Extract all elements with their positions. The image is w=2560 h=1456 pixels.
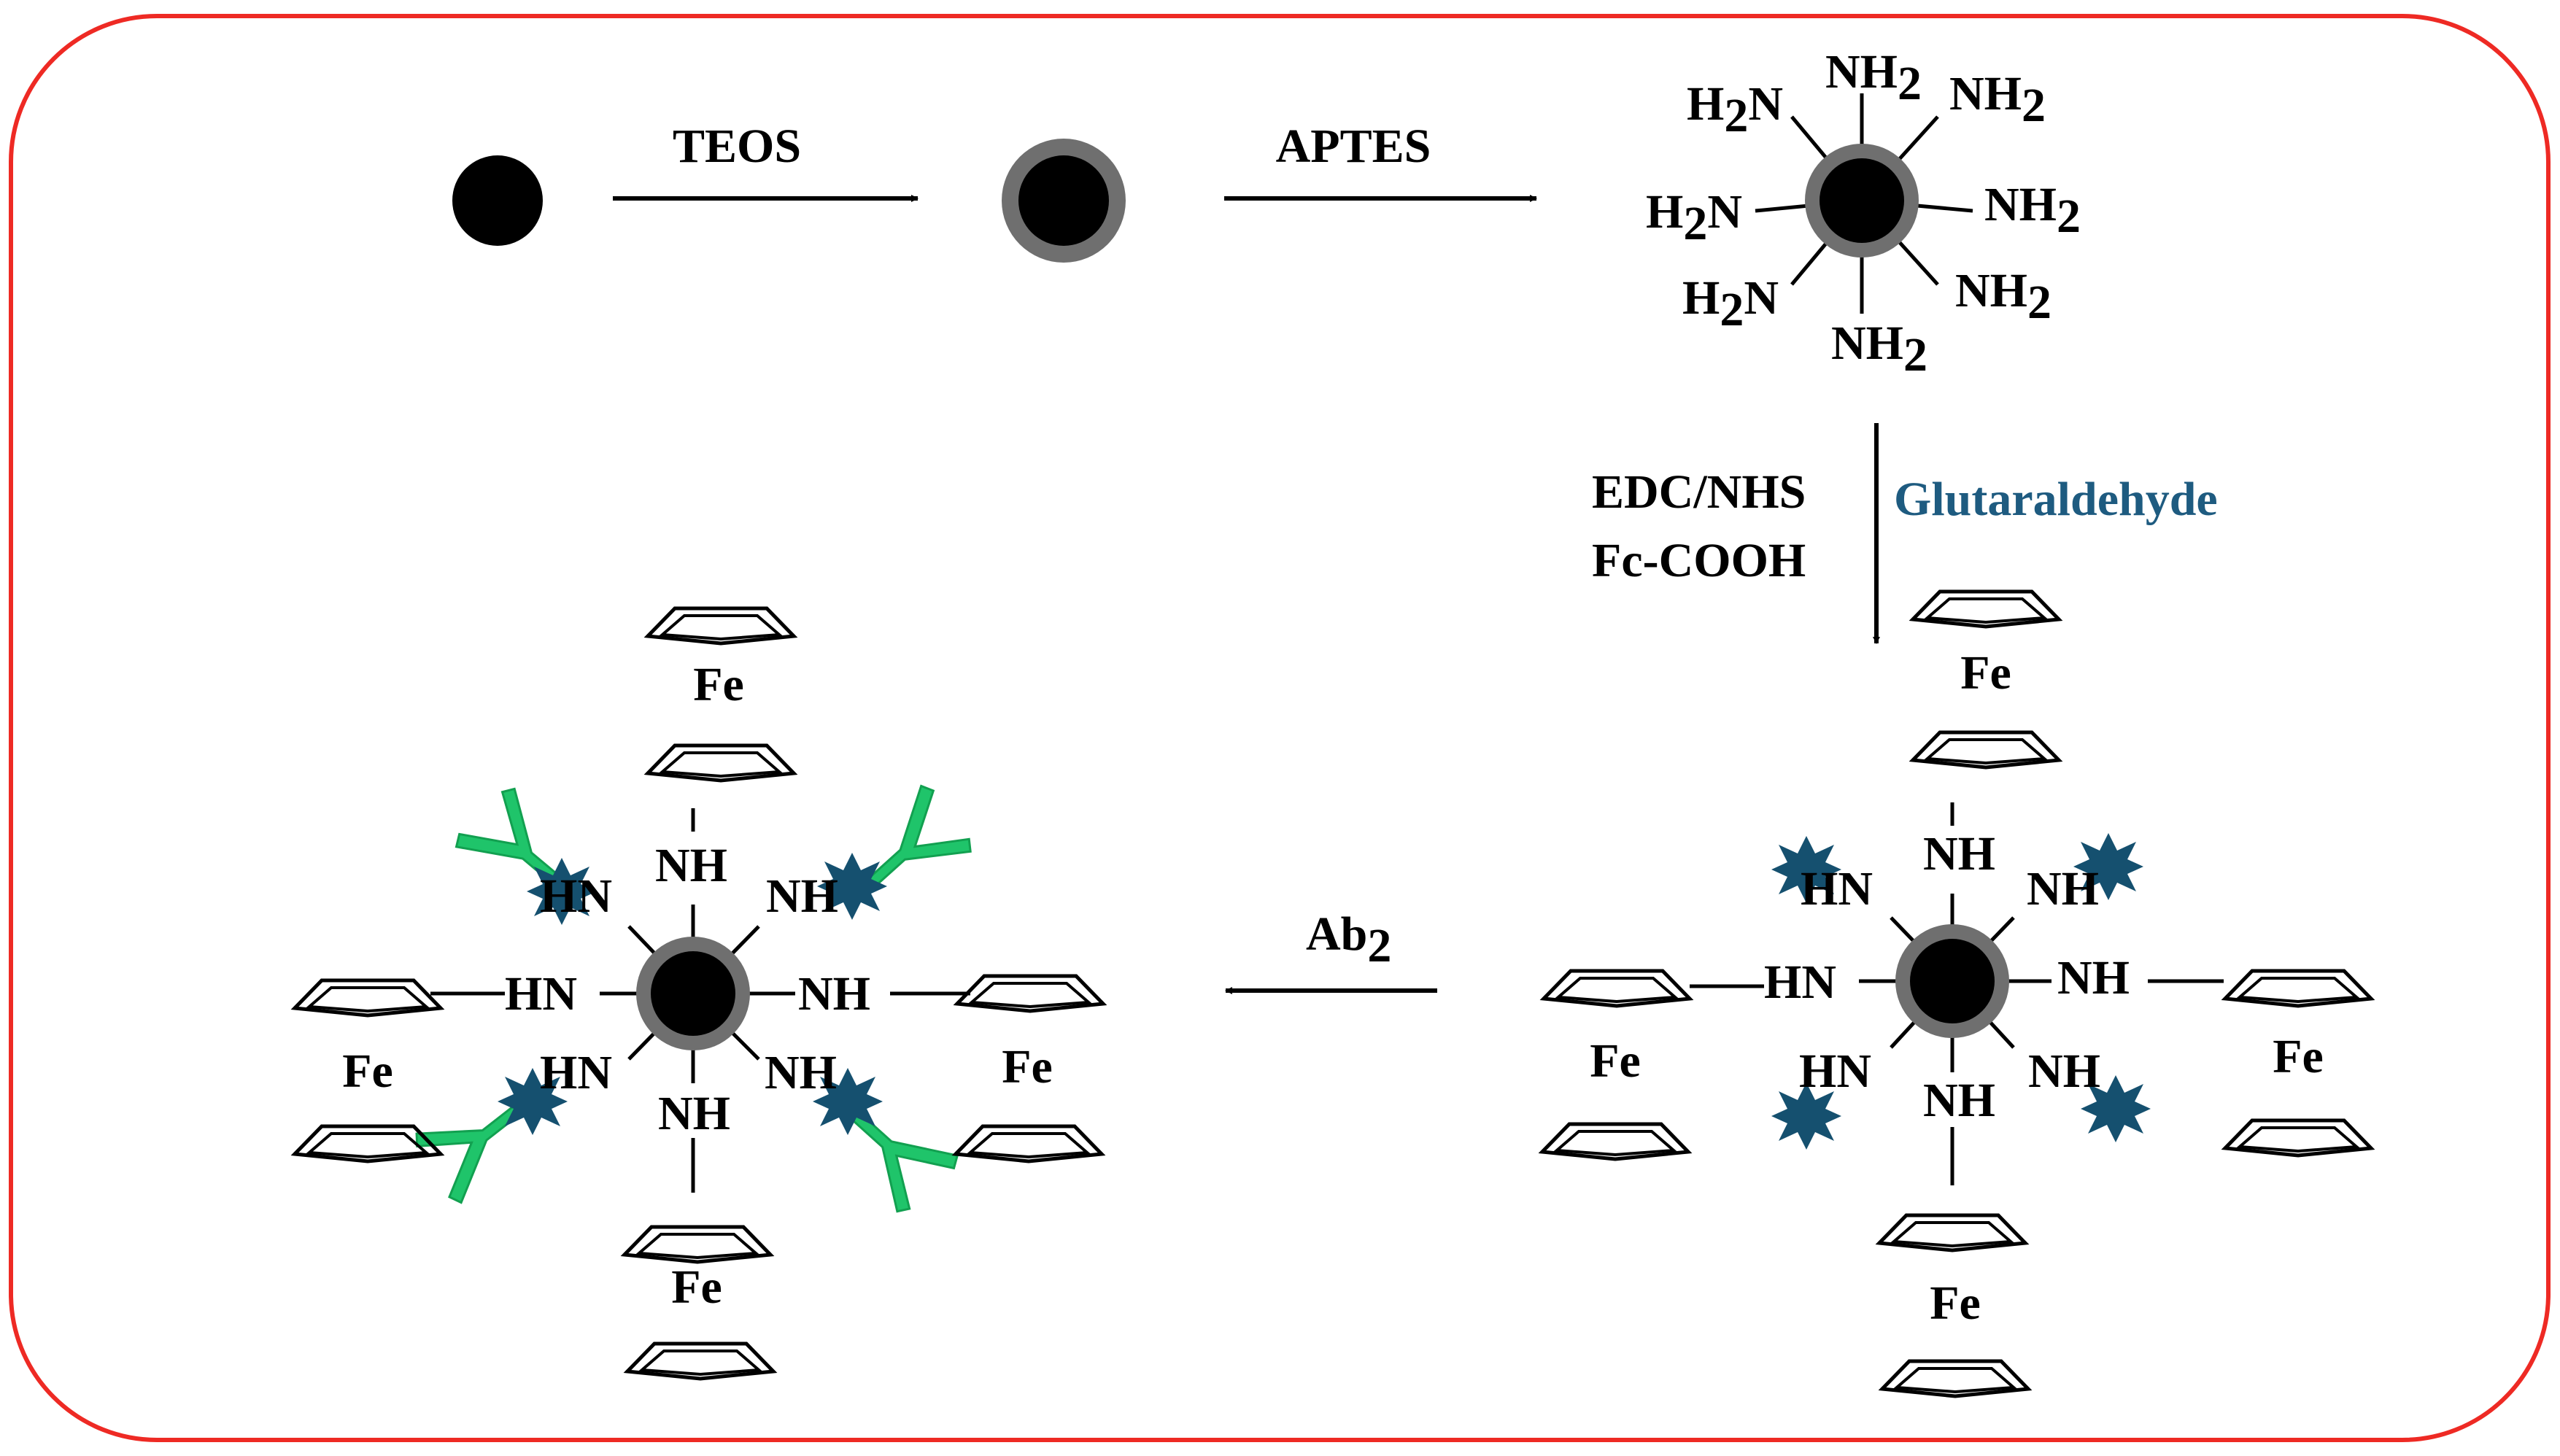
label-edc-nhs: EDC/NHS — [1592, 465, 1806, 519]
imine-top-left: HN — [540, 870, 612, 923]
imine-right: NH — [2057, 951, 2130, 1004]
imine-bottom-right: NH — [765, 1046, 837, 1099]
cyclopentadienyl-ring-icon — [1882, 1361, 2028, 1396]
cyclopentadienyl-ring-icon — [956, 1126, 1102, 1161]
imine-bottom: NH — [658, 1087, 730, 1140]
fe-left: Fe — [1590, 1034, 1641, 1088]
imine-bottom-left: HN — [540, 1046, 612, 1099]
amine-bottom-left: H2N — [1682, 271, 1779, 336]
label-teos: TEOS — [673, 120, 801, 173]
label-ab2: Ab2 — [1306, 907, 1391, 972]
cyclopentadienyl-ring-icon — [1913, 592, 2059, 627]
label-aptes: APTES — [1276, 120, 1431, 173]
imine-right: NH — [798, 967, 870, 1021]
imine-bottom: NH — [1923, 1074, 1995, 1127]
imine-bottom-left: HN — [1799, 1045, 1871, 1098]
outer-frame — [9, 14, 2551, 1442]
fe-right: Fe — [1002, 1040, 1053, 1093]
imine-top-right: NH — [2027, 862, 2099, 915]
fe-left: Fe — [342, 1045, 393, 1098]
cyclopentadienyl-ring-icon — [624, 1227, 770, 1262]
amine-top-left: H2N — [1687, 77, 1783, 142]
ferrocene-particle: NH HN NH HN NH HN NH NH Fe Fe Fe Fe — [1542, 592, 2371, 1396]
cyclopentadienyl-ring-icon — [1879, 1215, 2025, 1250]
cyclopentadienyl-ring-icon — [1544, 971, 1690, 1006]
cyclopentadienyl-ring-icon — [2225, 971, 2371, 1006]
cyclopentadienyl-ring-icon — [627, 1344, 773, 1379]
amine-right: NH2 — [1984, 178, 2081, 243]
amine-left: H2N — [1646, 185, 1742, 250]
imine-left: HN — [505, 967, 577, 1021]
imine-top-right: NH — [766, 870, 838, 923]
cyclopentadienyl-ring-icon — [295, 980, 441, 1015]
cyclopentadienyl-ring-icon — [648, 746, 794, 781]
amine-bottom: NH2 — [1831, 317, 1927, 382]
silica-core — [1018, 155, 1109, 246]
antibody-particle: NH HN NH HN NH HN NH NH Fe Fe Fe Fe — [295, 608, 1103, 1379]
fe-bottom: Fe — [671, 1261, 722, 1314]
fe-top: Fe — [693, 658, 744, 711]
amine-top: NH2 — [1825, 45, 1922, 110]
cyclopentadienyl-ring-icon — [1542, 1124, 1688, 1159]
amine-particle: NH2 NH2 NH2 NH2 NH2 H2N H2N H2N — [1646, 45, 2081, 382]
cyclopentadienyl-ring-icon — [2225, 1120, 2371, 1155]
amine-bottom-right: NH2 — [1955, 264, 2052, 329]
cyclopentadienyl-ring-icon — [957, 976, 1103, 1011]
imine-top-left: HN — [1801, 862, 1873, 915]
amine-top-right: NH2 — [1949, 67, 2046, 132]
fe-bottom: Fe — [1930, 1277, 1981, 1330]
imine-top: NH — [655, 839, 727, 892]
fe-top: Fe — [1960, 646, 2011, 700]
cyclopentadienyl-ring-icon — [648, 608, 794, 643]
label-glutaraldehyde: Glutaraldehyde — [1894, 473, 2218, 526]
bare-core-particle — [452, 155, 543, 246]
label-fc-cooh: Fc-COOH — [1592, 534, 1806, 587]
imine-top: NH — [1923, 827, 1995, 880]
imine-bottom-right: NH — [2028, 1045, 2100, 1098]
fe-right: Fe — [2273, 1030, 2324, 1083]
imine-left: HN — [1764, 956, 1836, 1009]
cyclopentadienyl-ring-icon — [1913, 732, 2059, 767]
